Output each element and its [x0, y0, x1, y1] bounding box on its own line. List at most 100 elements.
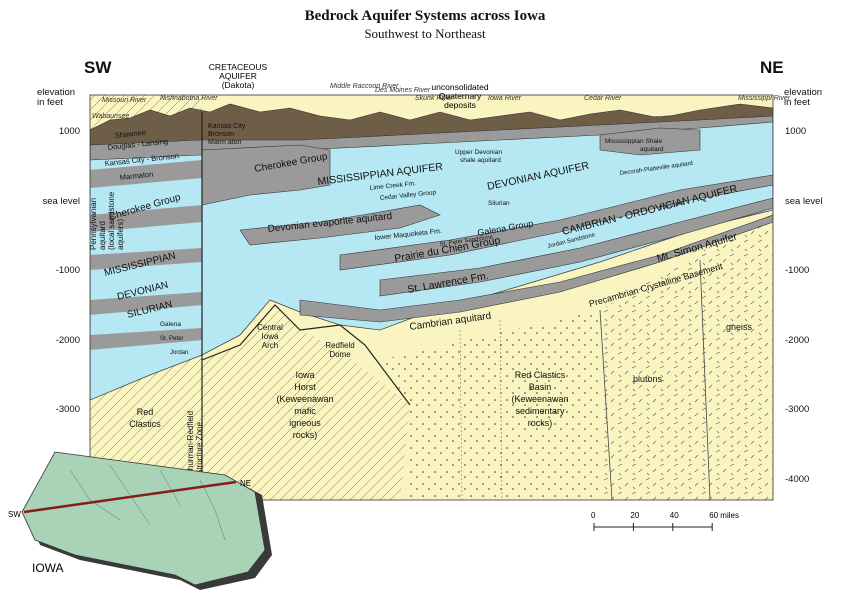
sw-direction-label: SW [84, 58, 112, 77]
svg-text:Clastics: Clastics [129, 419, 161, 429]
svg-text:Red Clastics: Red Clastics [515, 370, 566, 380]
svg-text:deposits: deposits [444, 100, 476, 110]
elevation-tick-label: -2000 [55, 334, 80, 346]
svg-text:Iowa: Iowa [262, 332, 279, 341]
pluton-contact-2 [699, 259, 711, 500]
figure-subtitle: Southwest to Northeast [364, 26, 486, 41]
svg-text:shale aquitard: shale aquitard [460, 157, 501, 164]
plutons-gneiss-area [600, 210, 773, 500]
central-iowa-arch-label: Central Iowa Arch [257, 323, 283, 350]
svg-text:aquitard: aquitard [98, 221, 107, 250]
svg-text:Structure Zone: Structure Zone [195, 422, 204, 475]
elevation-tick-label: sea level [42, 195, 81, 207]
scale-tick-label: 20 [630, 511, 639, 520]
iowa-inset-map: SW NE IOWA [8, 451, 272, 590]
svg-text:Arch: Arch [262, 341, 278, 350]
elevation-tick-label: 1000 [785, 126, 807, 137]
inset-rivers [69, 464, 226, 541]
scale-tick-label: 0 [591, 511, 596, 520]
basin-fault-1 [459, 329, 463, 500]
elevation-tick-label: sea level [785, 195, 823, 207]
svg-text:Basin: Basin [529, 382, 552, 392]
river-label: Missouri River [102, 97, 147, 104]
section-line [23, 480, 237, 514]
svg-text:Upper Devonian: Upper Devonian [455, 149, 502, 156]
river-label: Middle Raccoon River [330, 83, 399, 90]
quaternary-label: unconsolidated Quaternary deposits [431, 82, 488, 110]
elevation-tick-label: -1000 [55, 265, 80, 276]
river-labels: Missouri River Wabaunsee Nishnabotna Riv… [92, 83, 791, 120]
river-label: Mississippi River [738, 95, 791, 102]
svg-text:CRETACEOUS: CRETACEOUS [209, 62, 268, 72]
svg-text:sedimentary: sedimentary [515, 406, 565, 416]
svg-text:Pennsylvanian: Pennsylvanian [89, 198, 98, 250]
iowa-horst-area [202, 305, 410, 500]
svg-text:St. Peter: St. Peter [160, 336, 183, 342]
svg-text:Central: Central [257, 323, 283, 332]
elevation-tick-label: -3000 [785, 404, 810, 415]
red-clastics-basin-label: Red Clastics Basin (Keweenawan sedimenta… [511, 370, 568, 428]
elevation-tick-label: -3000 [55, 404, 80, 415]
svg-text:Thurman-Redfield: Thurman-Redfield [186, 411, 195, 475]
river-label: Wabaunsee [92, 113, 129, 120]
svg-text:Galena: Galena [160, 321, 181, 328]
red-clastics-basin-area [380, 310, 600, 500]
elevation-tick-label: -2000 [785, 334, 810, 346]
thurman-redfield-label: Thurman-Redfield Structure Zone [186, 411, 204, 475]
svg-text:Quaternary: Quaternary [439, 91, 482, 101]
cherokee-group-band [201, 144, 331, 206]
svg-text:Bronson: Bronson [208, 131, 234, 138]
svg-text:Lime Creek Fm.: Lime Creek Fm. [369, 180, 416, 192]
svg-text:Dome: Dome [329, 350, 351, 359]
pluton-contact-1 [599, 309, 613, 500]
elevation-tick-label: -1000 [785, 265, 810, 276]
galena-band [339, 174, 773, 271]
elevation-tick-label: 1000 [58, 126, 80, 137]
basement-contact-line [201, 304, 411, 406]
inset-iowa-label: IOWA [32, 561, 64, 575]
svg-text:Marmaton: Marmaton [119, 170, 154, 182]
svg-text:aquifers): aquifers) [116, 219, 125, 250]
river-label: Des Moines River [375, 87, 431, 94]
left-band-1 [90, 160, 202, 188]
svg-text:(Dakota): (Dakota) [222, 80, 255, 90]
svg-text:Jordan: Jordan [170, 350, 188, 356]
svg-text:AQUIFER: AQUIFER [219, 71, 257, 81]
devonian-evaporite-band [239, 204, 441, 246]
svg-text:Redfield: Redfield [325, 341, 354, 350]
svg-text:(Keweenawan: (Keweenawan [276, 394, 333, 404]
figure-title: Bedrock Aquifer Systems across Iowa [304, 8, 546, 24]
scale-tick-label: 60 miles [709, 511, 739, 520]
river-label: Iowa River [488, 95, 522, 102]
river-label: Skunk River [415, 95, 453, 102]
svg-text:Kansas City: Kansas City [208, 123, 246, 130]
red-clastics-left-label: Red Clastics [129, 407, 161, 429]
surface-quaternary [90, 103, 773, 146]
inset-sw-label: SW [8, 510, 21, 519]
left-band-4 [90, 292, 202, 315]
left-band-5 [90, 328, 202, 350]
left-band-3 [90, 248, 202, 270]
st-lawrence-band [379, 197, 773, 297]
svg-text:plutons: plutons [633, 374, 663, 384]
svg-text:Mississippian Shale: Mississippian Shale [605, 138, 662, 145]
svg-text:Shawnee: Shawnee [114, 128, 146, 140]
svg-text:(local sandstone: (local sandstone [107, 191, 116, 250]
river-label: Nishnabotna River [160, 95, 218, 102]
svg-text:Marm aton: Marm aton [208, 139, 242, 146]
svg-text:rocks): rocks) [528, 418, 553, 428]
svg-text:(Keweenawan: (Keweenawan [511, 394, 568, 404]
section-frame [89, 94, 774, 501]
svg-text:Silurian: Silurian [488, 200, 510, 207]
inset-ne-label: NE [240, 479, 251, 488]
svg-text:aquitard: aquitard [640, 146, 664, 153]
iowa-horst-label: Iowa Horst (Keweenawan mafic igneous roc… [276, 370, 333, 440]
cretaceous-aquifer-label: CRETACEOUS AQUIFER (Dakota) [209, 62, 268, 90]
ne-direction-label: NE [760, 58, 784, 77]
svg-text:rocks): rocks) [293, 430, 318, 440]
left-band-2 [90, 205, 202, 232]
mississippian-shale-band [599, 127, 701, 156]
